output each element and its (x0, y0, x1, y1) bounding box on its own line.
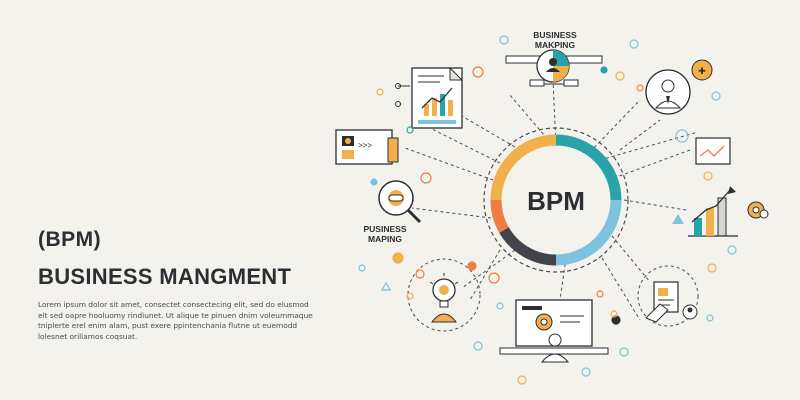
node-left-label-2: MAPING (368, 234, 402, 244)
ring-segment-orange (490, 199, 509, 233)
node-pusiness-maping: PUSINESS MAPING (364, 180, 422, 244)
hub-outer-dashed-ring (483, 127, 629, 273)
tablet-icon (695, 137, 731, 165)
node-left-label-1: PUSINESS (364, 224, 407, 234)
hub-label: BPM (527, 186, 585, 216)
ring-segment-dark (499, 227, 557, 266)
page-title: BUSINESS MANGMENT (38, 264, 292, 289)
node-presentation-card: >>> (335, 129, 399, 165)
node-top-label-2: MAKPING (535, 40, 576, 50)
bpm-hub: BPM (483, 127, 629, 273)
node-laptop-user (499, 299, 609, 363)
ring-segment-blue (555, 199, 622, 266)
svg-text:✚: ✚ (698, 66, 706, 76)
ring-segment-teal (555, 134, 622, 201)
node-report-document (395, 66, 464, 129)
acronym-heading: (BPM) (38, 228, 102, 251)
node-top-label-1: BUSINESS (533, 30, 577, 40)
chat-bubble-icon (691, 59, 713, 81)
node-manager: ✚ (645, 59, 713, 115)
description-paragraph: Lorem ipsum dolor sit amet, consectet co… (38, 300, 313, 341)
idea-dashed-circle (407, 258, 481, 332)
node-document-hand (637, 265, 699, 327)
node-growth-chart (688, 186, 769, 237)
svg-text:>>>: >>> (358, 141, 372, 150)
hub-center (502, 146, 610, 254)
node-tablet-graph (695, 137, 731, 165)
node-business-makping: BUSINESS MAKPING (505, 30, 603, 87)
connector-lines (404, 79, 699, 321)
hub-segmented-ring (490, 134, 622, 266)
ring-segment-yellow (490, 134, 557, 201)
document-dashed-circle (637, 265, 699, 327)
decorative-dots (358, 35, 737, 385)
intro-text-block: (BPM) BUSINESS MANGMENT Lorem ipsum dolo… (38, 228, 338, 342)
node-idea-person (407, 258, 481, 332)
